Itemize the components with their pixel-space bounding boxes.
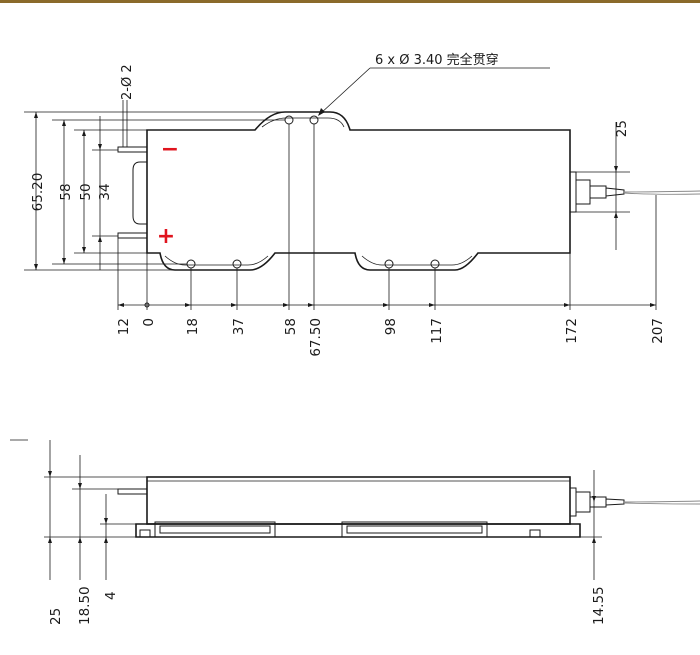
connector-ferrule [589, 185, 607, 199]
side-dim-label: 4 [103, 591, 119, 600]
negative-pin [117, 146, 148, 153]
top-view: − + [24, 52, 700, 357]
side-tab-left [154, 521, 276, 538]
side-fiber-height-label: 14.55 [591, 586, 607, 625]
side-pin [117, 488, 148, 495]
side-tab-right [341, 521, 488, 538]
side-connector-flange [569, 487, 577, 517]
hole-callout-label: 6 x Ø 3.40 完全贯穿 [375, 52, 499, 68]
fiber-dim-label: 25 [614, 120, 630, 137]
mounting-hole [430, 259, 440, 269]
origin-marker [144, 302, 150, 308]
fiber-lead [623, 192, 700, 195]
connector-flange [569, 171, 577, 213]
dim-label: 172 [564, 318, 580, 344]
side-dim-label: 18.50 [77, 586, 93, 625]
side-tab-right-inner [346, 525, 483, 534]
mounting-hole [384, 259, 394, 269]
top-rule [0, 0, 700, 3]
dim-label: 117 [429, 318, 445, 344]
dim-label: 37 [231, 318, 247, 335]
callout-leader [319, 67, 371, 115]
dim-label: 58 [58, 183, 74, 200]
dim-label: 18 [185, 318, 201, 335]
dim-label: 58 [283, 318, 299, 335]
pin-spec-label: 2-Ø 2 [120, 64, 135, 100]
positive-mark: + [157, 224, 175, 249]
dim-label: 65.20 [30, 173, 46, 212]
side-connector-ferrule [589, 496, 607, 508]
dim-label: 0 [141, 318, 157, 327]
mounting-hole [309, 115, 319, 125]
fiber-boot [605, 187, 625, 197]
connector-body [575, 179, 591, 205]
positive-pin [117, 232, 148, 239]
side-tab-left-inner [159, 525, 271, 534]
side-connector-body [575, 491, 591, 513]
pin-insulator [132, 161, 147, 225]
mounting-hole [284, 115, 294, 125]
dim-label: 34 [97, 183, 113, 200]
side-dim-label: 25 [48, 608, 64, 625]
module-body-outline [146, 111, 571, 271]
fiber-lead [623, 190, 700, 193]
side-view: 25 18.50 4 14.55 [10, 439, 700, 625]
top-tab-inner [261, 117, 345, 128]
bottom-tab-left-inner [164, 255, 269, 266]
dim-label: 67.50 [308, 318, 324, 357]
dim-label: 207 [650, 318, 666, 344]
mounting-hole [232, 259, 242, 269]
negative-mark: − [161, 137, 179, 162]
bottom-tab-right-inner [361, 255, 473, 266]
dim-label: 50 [78, 183, 94, 200]
dim-label: 12 [116, 318, 132, 335]
side-body [146, 476, 571, 525]
mounting-hole [186, 259, 196, 269]
dim-label: 98 [383, 318, 399, 335]
